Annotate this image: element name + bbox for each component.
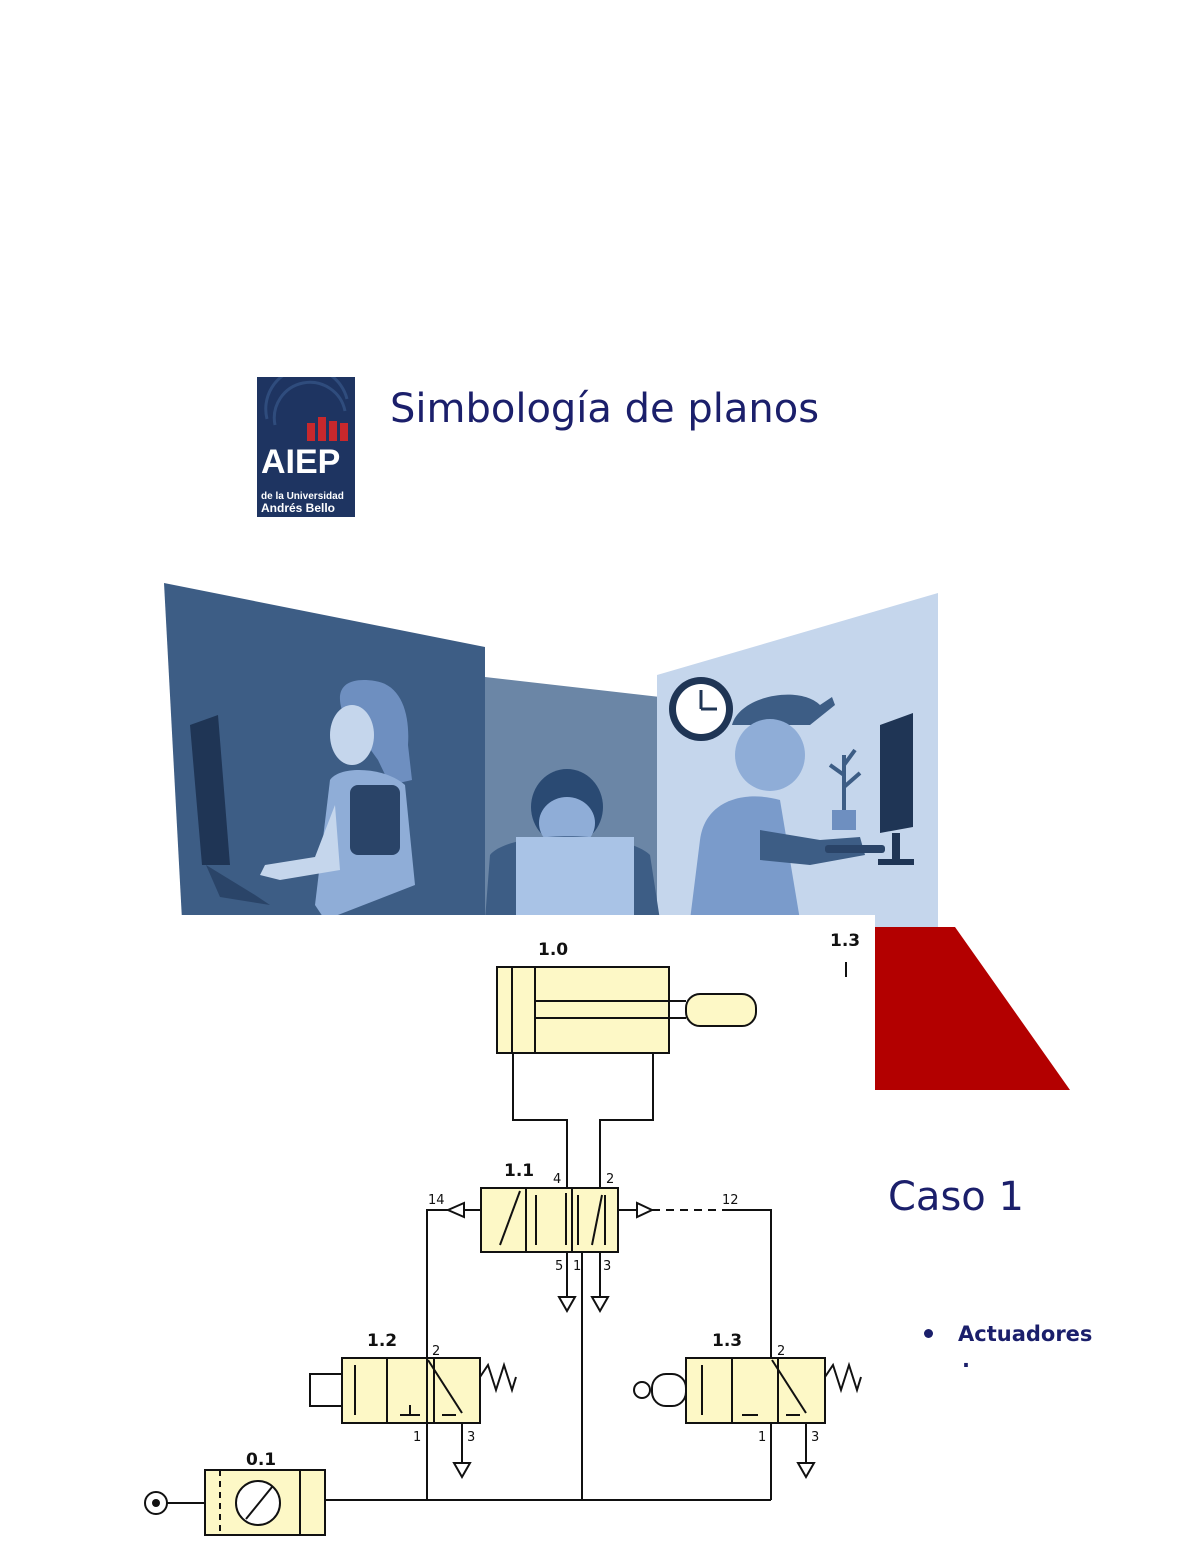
logo-brand-text: AIEP [261,443,340,481]
port-3: 3 [603,1259,611,1274]
pneumatic-schematic: 1.0 1.3 1.1 1.2 1.3 0.1 4 2 5 1 3 14 12 … [130,915,875,1553]
cylinder-1-0 [496,966,670,1054]
aiep-logo: AIEP de la Universidad Andrés Bello [257,377,355,517]
chair [350,785,400,855]
plant-pot [832,810,856,830]
right-monitor [880,713,913,833]
valve-left-port-3: 3 [467,1430,475,1445]
label-valve-left: 1.2 [367,1331,397,1351]
bullet-trailing: . [962,1348,970,1372]
valve-1-3 [685,1357,826,1424]
label-service-unit: 0.1 [246,1450,276,1470]
valve-right-port-3: 3 [811,1430,819,1445]
main-valve-1-1 [480,1187,619,1253]
port-14: 14 [428,1193,445,1208]
bullet-text: Actuadores [958,1322,1093,1346]
logo-line1: de la Universidad [261,491,344,502]
cap-man-body [690,796,800,920]
woman-arm [260,805,340,880]
left-monitor [190,715,230,865]
valve-left-port-1: 1 [413,1430,421,1445]
cap [732,694,835,725]
label-corner: 1.3 [830,931,860,951]
page-title: Simbología de planos [390,386,820,432]
woman-face [330,705,374,765]
laptop [516,837,634,920]
label-cylinder: 1.0 [538,940,568,960]
list-item: Actuadores . [918,1318,1093,1372]
port-4: 4 [553,1172,561,1187]
office-illustration [130,583,1070,1100]
keyboard [825,845,885,853]
valve-right-port-2: 2 [777,1344,785,1359]
valve-left-port-2: 2 [432,1344,440,1359]
cap-man-head [735,719,805,791]
bullet-list: Actuadores . [918,1318,1093,1372]
label-main-valve: 1.1 [504,1161,534,1181]
port-5: 5 [555,1259,563,1274]
port-2: 2 [606,1172,614,1187]
valve-right-port-1: 1 [758,1430,766,1445]
red-floor [865,927,1070,1090]
plant-icon [828,748,862,810]
port-12: 12 [722,1193,739,1208]
label-valve-right: 1.3 [712,1331,742,1351]
port-1: 1 [573,1259,581,1274]
logo-line2: Andrés Bello [261,501,335,515]
section-heading: Caso 1 [888,1174,1024,1220]
